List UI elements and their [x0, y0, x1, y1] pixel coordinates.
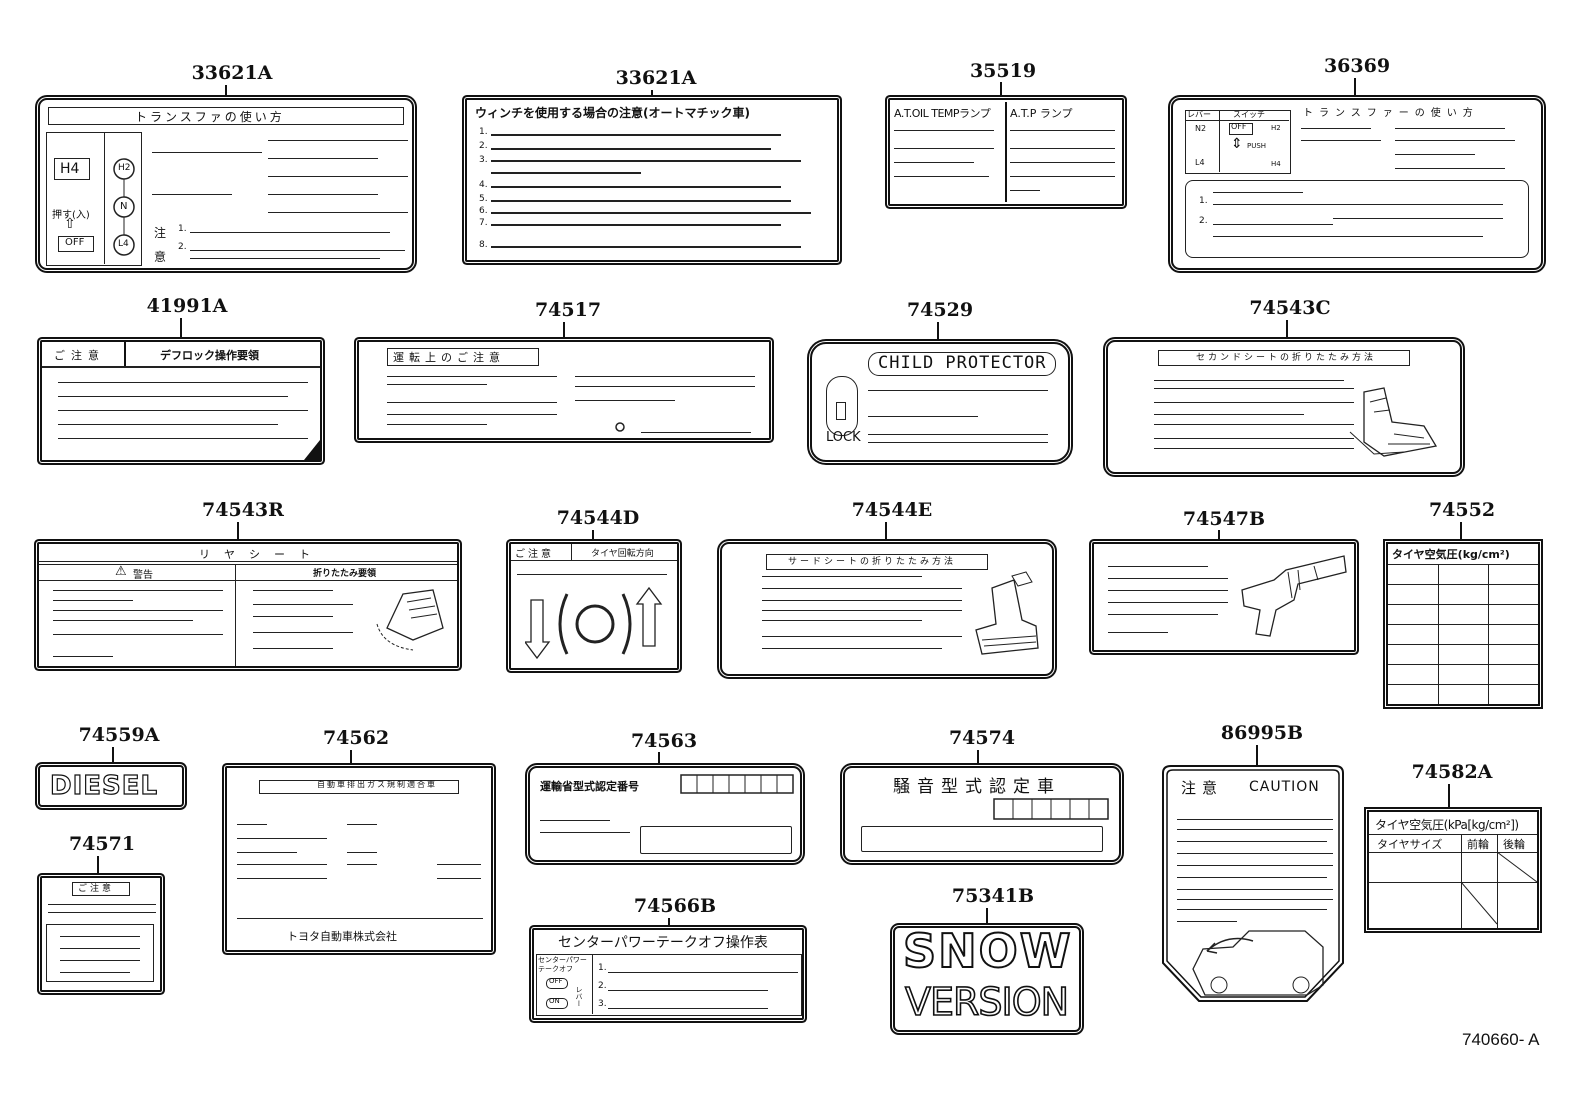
lock-lever-icon	[826, 376, 858, 436]
label-noise-approval: 騒音型式認定車	[843, 766, 1121, 862]
label-title: サードシートの折りたたみ方法	[788, 557, 957, 567]
label-tire-pressure-kpa: タイヤ空気圧(kPa[kg/cm²]) タイヤサイズ 前輪 後輪	[1367, 810, 1539, 930]
label-third-seat-folding: サードシートの折りたたみ方法	[720, 542, 1054, 676]
rear-seat-illustration-icon	[376, 589, 444, 651]
label-title: タイヤ空気圧(kPa[kg/cm²])	[1375, 818, 1519, 832]
part-number: 86995B	[1220, 722, 1304, 744]
shift-pattern-icon	[113, 158, 135, 256]
label-type-approval: 運輸省型式認定番号	[528, 766, 802, 862]
emblem-text: DIESEL	[49, 770, 159, 801]
atp-lamp-text: A.T.P ランプ	[1010, 107, 1073, 120]
label-diff-lock: ご注意 デフロック操作要領	[40, 340, 322, 462]
label-tire-rotation: ご注意 タイヤ回転方向	[509, 542, 679, 670]
part-number: 74563	[630, 730, 698, 752]
label-center-pto: センターパワーテークオフ操作表 センターパワーテークオフ OFF ON レバー …	[532, 928, 804, 1020]
part-number: 74552	[1428, 499, 1496, 521]
label-rear-seat: リヤシート ⚠ 警告 折りたたみ要領	[37, 542, 459, 668]
label-caution: 注意 CAUTION	[1157, 763, 1349, 1005]
label-child-protector: CHILD PROTECTOR LOCK	[810, 342, 1070, 462]
part-number: 74547B	[1182, 508, 1266, 530]
label-snow-version-emblem: SNOW VERSION	[893, 923, 1081, 1032]
label-driving-caution: 運転上のご注意	[357, 340, 771, 440]
label-title: CHILD PROTECTOR	[878, 353, 1047, 373]
seat-illustration-icon	[1349, 387, 1438, 457]
part-number: 74517	[534, 299, 602, 321]
emblem-text: SNOW	[902, 923, 1073, 979]
circle-icon	[615, 422, 625, 432]
part-number: 75341B	[951, 885, 1035, 907]
caution-en-text: CAUTION	[1249, 779, 1320, 795]
label-winch-caution: ウィンチを使用する場合の注意(オートマチック車) 1. 2. 3. 4. 5. …	[465, 98, 839, 262]
up-arrow-icon: ⇧	[64, 216, 76, 232]
drawing-reference: 740660- A	[1462, 1030, 1540, 1049]
part-number: 33621A	[615, 67, 697, 89]
part-number: 41991A	[146, 295, 228, 317]
label-title: ご注意	[78, 884, 115, 894]
part-number: 74543R	[202, 499, 284, 521]
label-second-seat-folding: セカンドシートの折りたたみ方法	[1106, 340, 1462, 474]
tire-rotation-icon	[525, 586, 663, 660]
label-caution-outline	[1162, 765, 1344, 1002]
mechanism-illustration-icon	[1241, 555, 1347, 637]
part-number: 74562	[322, 727, 390, 749]
part-number: 74529	[906, 299, 974, 321]
part-number: 74543C	[1249, 297, 1331, 319]
label-diesel-emblem: DIESEL	[38, 765, 184, 807]
label-at-lamp: A.T.OIL TEMPランプ A.T.P ランプ	[888, 98, 1124, 206]
part-number: 35519	[969, 60, 1037, 82]
label-title: リヤシート	[199, 548, 324, 561]
part-number: 74571	[68, 833, 136, 855]
emblem-text: VERSION	[904, 979, 1070, 1025]
lock-text: LOCK	[826, 430, 861, 445]
label-caution-small: ご注意	[40, 876, 162, 992]
n-mark: N	[120, 201, 128, 212]
label-transfer-usage: トランスファの使い方 H4 押す(入) ⇧ OFF H2 N L4 注 意 1.…	[38, 98, 414, 270]
corner-mark-icon	[304, 440, 320, 460]
l4-mark: L4	[118, 239, 129, 249]
company-name: トヨタ自動車株式会社	[287, 930, 397, 943]
push-label: 押す(入)	[52, 210, 90, 221]
caution-jp-text: 注意	[1181, 779, 1224, 797]
label-title: トランスファの使い方	[135, 110, 285, 124]
part-number: 74544E	[851, 499, 933, 521]
part-number: 36369	[1323, 55, 1391, 77]
label-transfer-usage-2: トランスファーの使い方 レバー スイッチ N2 L4 OFF ⇕ PUSH H2…	[1171, 98, 1543, 270]
label-tire-pressure-table: タイヤ空気圧(kg/cm²)	[1386, 542, 1540, 706]
off-mark: OFF	[65, 237, 85, 248]
label-title: タイヤ空気圧(kg/cm²)	[1392, 548, 1510, 561]
label-title: トランスファーの使い方	[1303, 108, 1479, 119]
label-title: 運転上のご注意	[393, 351, 505, 364]
part-number: 74582A	[1411, 761, 1493, 783]
third-seat-illustration-icon	[975, 571, 1039, 655]
number-boxes	[680, 774, 794, 794]
h2-mark: H2	[118, 163, 131, 173]
label-title: 運輸省型式認定番号	[540, 780, 639, 793]
leader-line	[225, 85, 227, 99]
at-oil-temp-lamp-text: A.T.OIL TEMPランプ	[894, 107, 991, 120]
part-number: 33621A	[191, 62, 273, 84]
caution-char: 注	[154, 226, 167, 240]
warning-triangle-icon: ⚠	[115, 564, 127, 579]
label-title: ウィンチを使用する場合の注意(オートマチック車)	[475, 106, 750, 120]
label-seat-belt	[1092, 542, 1356, 652]
label-emission-control: 自動車排出ガス規制適合車 トヨタ自動車株式会社	[225, 766, 493, 952]
part-number: 74574	[948, 727, 1016, 749]
label-title: 騒音型式認定車	[893, 777, 1061, 797]
label-title: センターパワーテークオフ操作表	[558, 935, 768, 951]
part-number: 74559A	[78, 724, 160, 746]
h4-mark: H4	[60, 161, 80, 177]
caution-char: 意	[154, 250, 167, 264]
up-down-arrow-icon: ⇕	[1231, 136, 1243, 152]
number-boxes	[993, 798, 1109, 820]
part-number: 74566B	[633, 895, 717, 917]
label-title: セカンドシートの折りたたみ方法	[1196, 353, 1377, 363]
diagonal-marks	[1461, 852, 1537, 925]
part-number: 74544D	[556, 507, 640, 529]
